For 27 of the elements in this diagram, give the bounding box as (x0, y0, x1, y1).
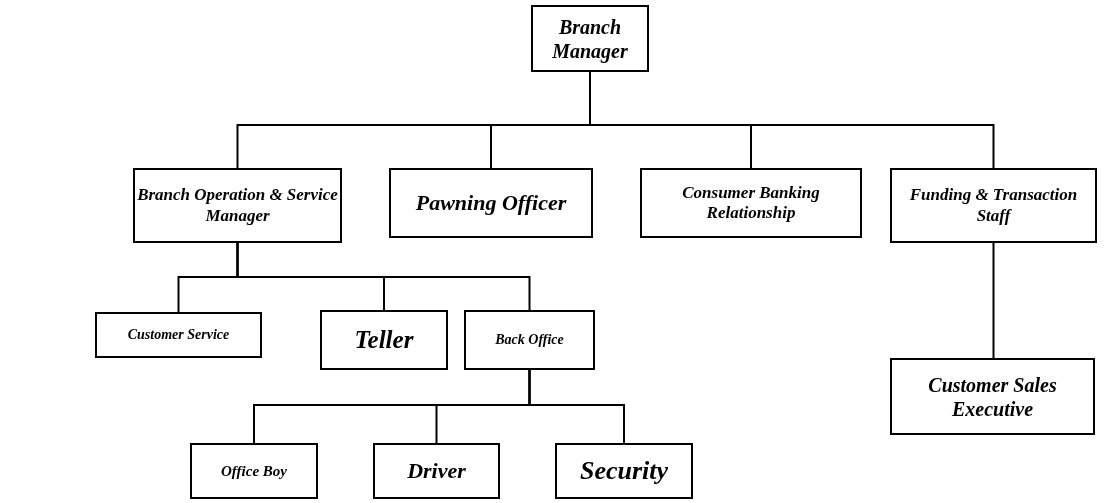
position-title: Branch Manager (551, 14, 629, 63)
connector-line (236, 242, 531, 311)
position-box (389, 168, 593, 238)
position-title: Pawning Officer (415, 189, 567, 217)
connector-line (528, 369, 625, 444)
position-box (640, 168, 862, 238)
position-title: Teller (354, 325, 414, 355)
position-box (190, 443, 318, 499)
position-box (464, 310, 595, 370)
position-box (555, 443, 693, 499)
position-title: Funding & Transaction Staff (908, 185, 1079, 226)
position-title: Consumer Banking Relationship (681, 182, 821, 224)
position-title: Back Office (495, 331, 564, 349)
position-box (890, 358, 1095, 435)
position-title: Customer Sales Executive (927, 372, 1058, 421)
position-box (373, 443, 500, 499)
position-box (133, 168, 342, 243)
position-box (531, 5, 649, 72)
position-title: Office Boy (221, 462, 287, 480)
position-box (890, 168, 1097, 243)
position-title: Customer Service (127, 326, 230, 344)
connector-line (992, 242, 995, 359)
position-title: Security (579, 455, 669, 487)
position-title: Branch Operation & Service Manager (136, 185, 339, 226)
position-box (95, 312, 262, 358)
position-box (320, 310, 448, 370)
position-title: Driver (407, 457, 466, 485)
